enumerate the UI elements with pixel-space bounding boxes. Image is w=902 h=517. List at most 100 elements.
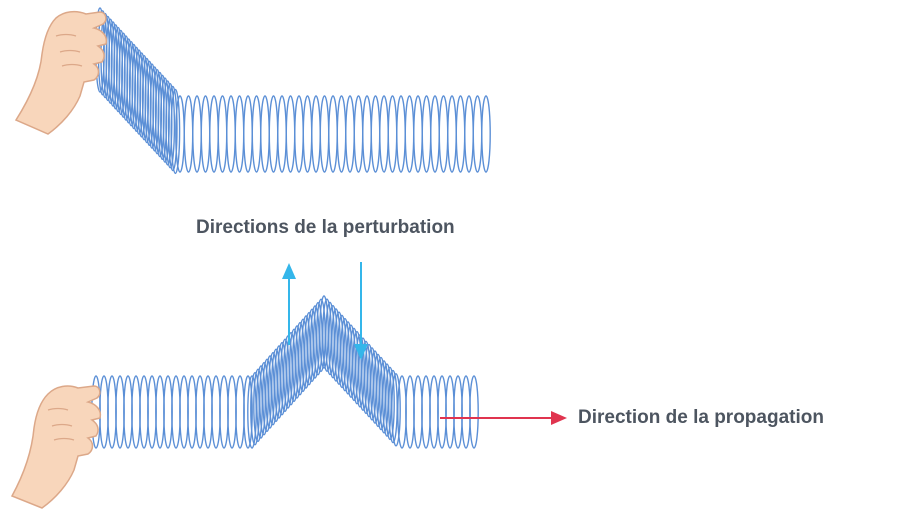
spring-coil [421,95,432,173]
spring-coil [307,308,317,382]
spring-coil [358,337,368,411]
spring-coil [165,82,176,169]
spring-coil [298,318,308,392]
spring-coil [123,375,133,449]
spring-coil [268,95,279,173]
spring-bottom-with-pulse [91,295,479,449]
spring-coil [268,352,278,426]
spring-coil [195,375,205,449]
spring-coil [99,375,109,449]
spring-coil [331,308,341,382]
spring-coil [387,95,398,173]
spring-coil [200,95,211,173]
spring-coil [219,375,229,449]
propagation-direction-label: Direction de la propagation [578,407,824,428]
spring-coil [391,373,401,447]
spring-coil [367,347,377,421]
spring-coil [247,375,257,449]
spring-coil [253,368,263,442]
spring-top [95,7,491,175]
spring-coil [404,95,415,173]
spring-coil [265,355,275,429]
spring-coil [262,358,272,432]
spring-coil [340,318,350,392]
spring-coil [115,375,125,449]
spring-coil [328,95,338,173]
spring-coil [192,95,202,173]
spring-coil [171,375,181,449]
spring-coil [301,315,311,389]
spring-coil [445,375,455,449]
spring-coil [155,375,165,449]
spring-coil [429,375,439,449]
spring-coil [405,375,415,449]
spring-coil [472,95,483,173]
spring-coil [170,88,181,175]
spring-coil [131,375,141,449]
spring-coil [397,375,407,449]
spring-coil [361,340,371,415]
spring-coil [271,348,281,422]
spring-coil [453,375,463,449]
spring-coil [337,314,347,389]
spring-coil [379,95,389,173]
spring-coil [349,327,359,402]
spring-coil [379,360,389,434]
spring-coil [385,366,395,441]
spring-coil [260,95,270,173]
spring-coil [396,95,406,173]
spring-coil [481,95,491,173]
spring-coil [289,328,299,402]
spring-coil [319,95,330,173]
spring-coil [107,375,117,449]
spring-coil [322,298,332,372]
spring-coil [274,345,284,419]
spring-coil [235,375,245,449]
spring-coil [292,325,302,399]
spring-coil [343,321,353,395]
spring-coil [243,95,253,173]
spring-coil [285,95,296,173]
spring-coil [227,375,237,449]
spring-coil [147,375,157,449]
spring-coil [311,95,321,173]
perturbation-arrow-down [354,262,368,360]
spring-coil [319,295,329,369]
spring-coil [256,365,266,439]
spring-coil [346,324,356,398]
spring-coil [280,338,290,412]
perturbation-directions-label: Directions de la perturbation [196,217,455,238]
spring-coil [430,95,440,173]
hand-icon [10,385,102,509]
spring-coil [328,305,338,379]
spring-coil [413,95,423,173]
hand-icon [14,10,108,135]
spring-coil [203,375,213,449]
spring-coil [353,95,364,173]
spring-coil [364,343,374,418]
spring-coil [362,95,372,173]
spring-coil [421,375,431,449]
spring-coil [325,301,335,376]
spring-coil [251,95,262,173]
spring-coil [277,342,287,416]
spring-coil [211,375,221,449]
spring-coil [413,375,423,449]
spring-coil [438,95,449,173]
spring-coil [310,305,320,379]
spring-coil [163,375,173,449]
perturbation-arrow-up [282,263,296,345]
spring-coil [250,372,260,446]
spring-coil [373,353,383,428]
propagation-arrow-right [440,411,567,425]
spring-coil [217,95,228,173]
spring-coil [469,375,479,449]
spring-coil [304,312,314,386]
spring-coil [336,95,347,173]
spring-coil [302,95,313,173]
spring-coil [345,95,355,173]
spring-coil [437,375,447,449]
spring-coil [277,95,287,173]
spring-coil [447,95,457,173]
spring-coil [234,95,245,173]
